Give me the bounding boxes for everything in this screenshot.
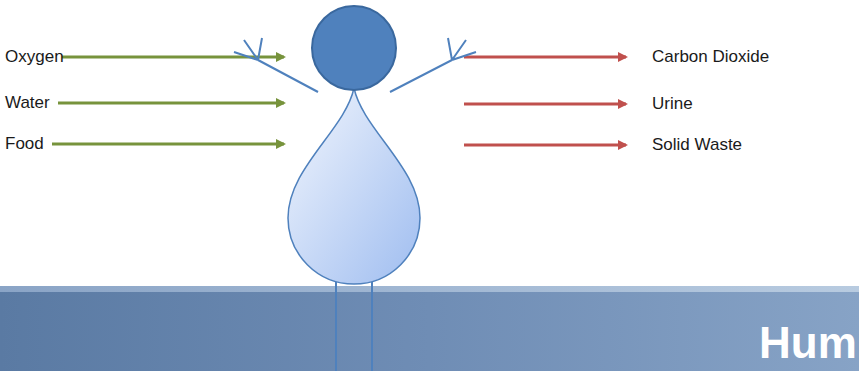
arm	[390, 60, 452, 92]
output-label: Solid Waste	[652, 135, 742, 155]
input-label: Oxygen	[5, 47, 64, 67]
band-highlight	[0, 286, 859, 292]
output-label: Carbon Dioxide	[652, 47, 769, 67]
output-arrow	[464, 56, 626, 59]
hand	[448, 38, 476, 60]
head	[312, 6, 396, 90]
hand	[234, 38, 262, 60]
input-label: Water	[5, 93, 50, 113]
leg	[335, 282, 337, 371]
output-arrow	[464, 144, 626, 147]
output-label: Urine	[652, 94, 693, 114]
leg	[371, 282, 373, 371]
input-label: Food	[5, 134, 44, 154]
band-title: Hum	[759, 318, 857, 368]
arm	[258, 60, 318, 92]
title-band: Hum	[0, 286, 859, 371]
body	[288, 88, 420, 284]
input-arrow	[52, 143, 284, 146]
output-arrow	[464, 103, 626, 106]
input-arrow	[58, 102, 284, 105]
